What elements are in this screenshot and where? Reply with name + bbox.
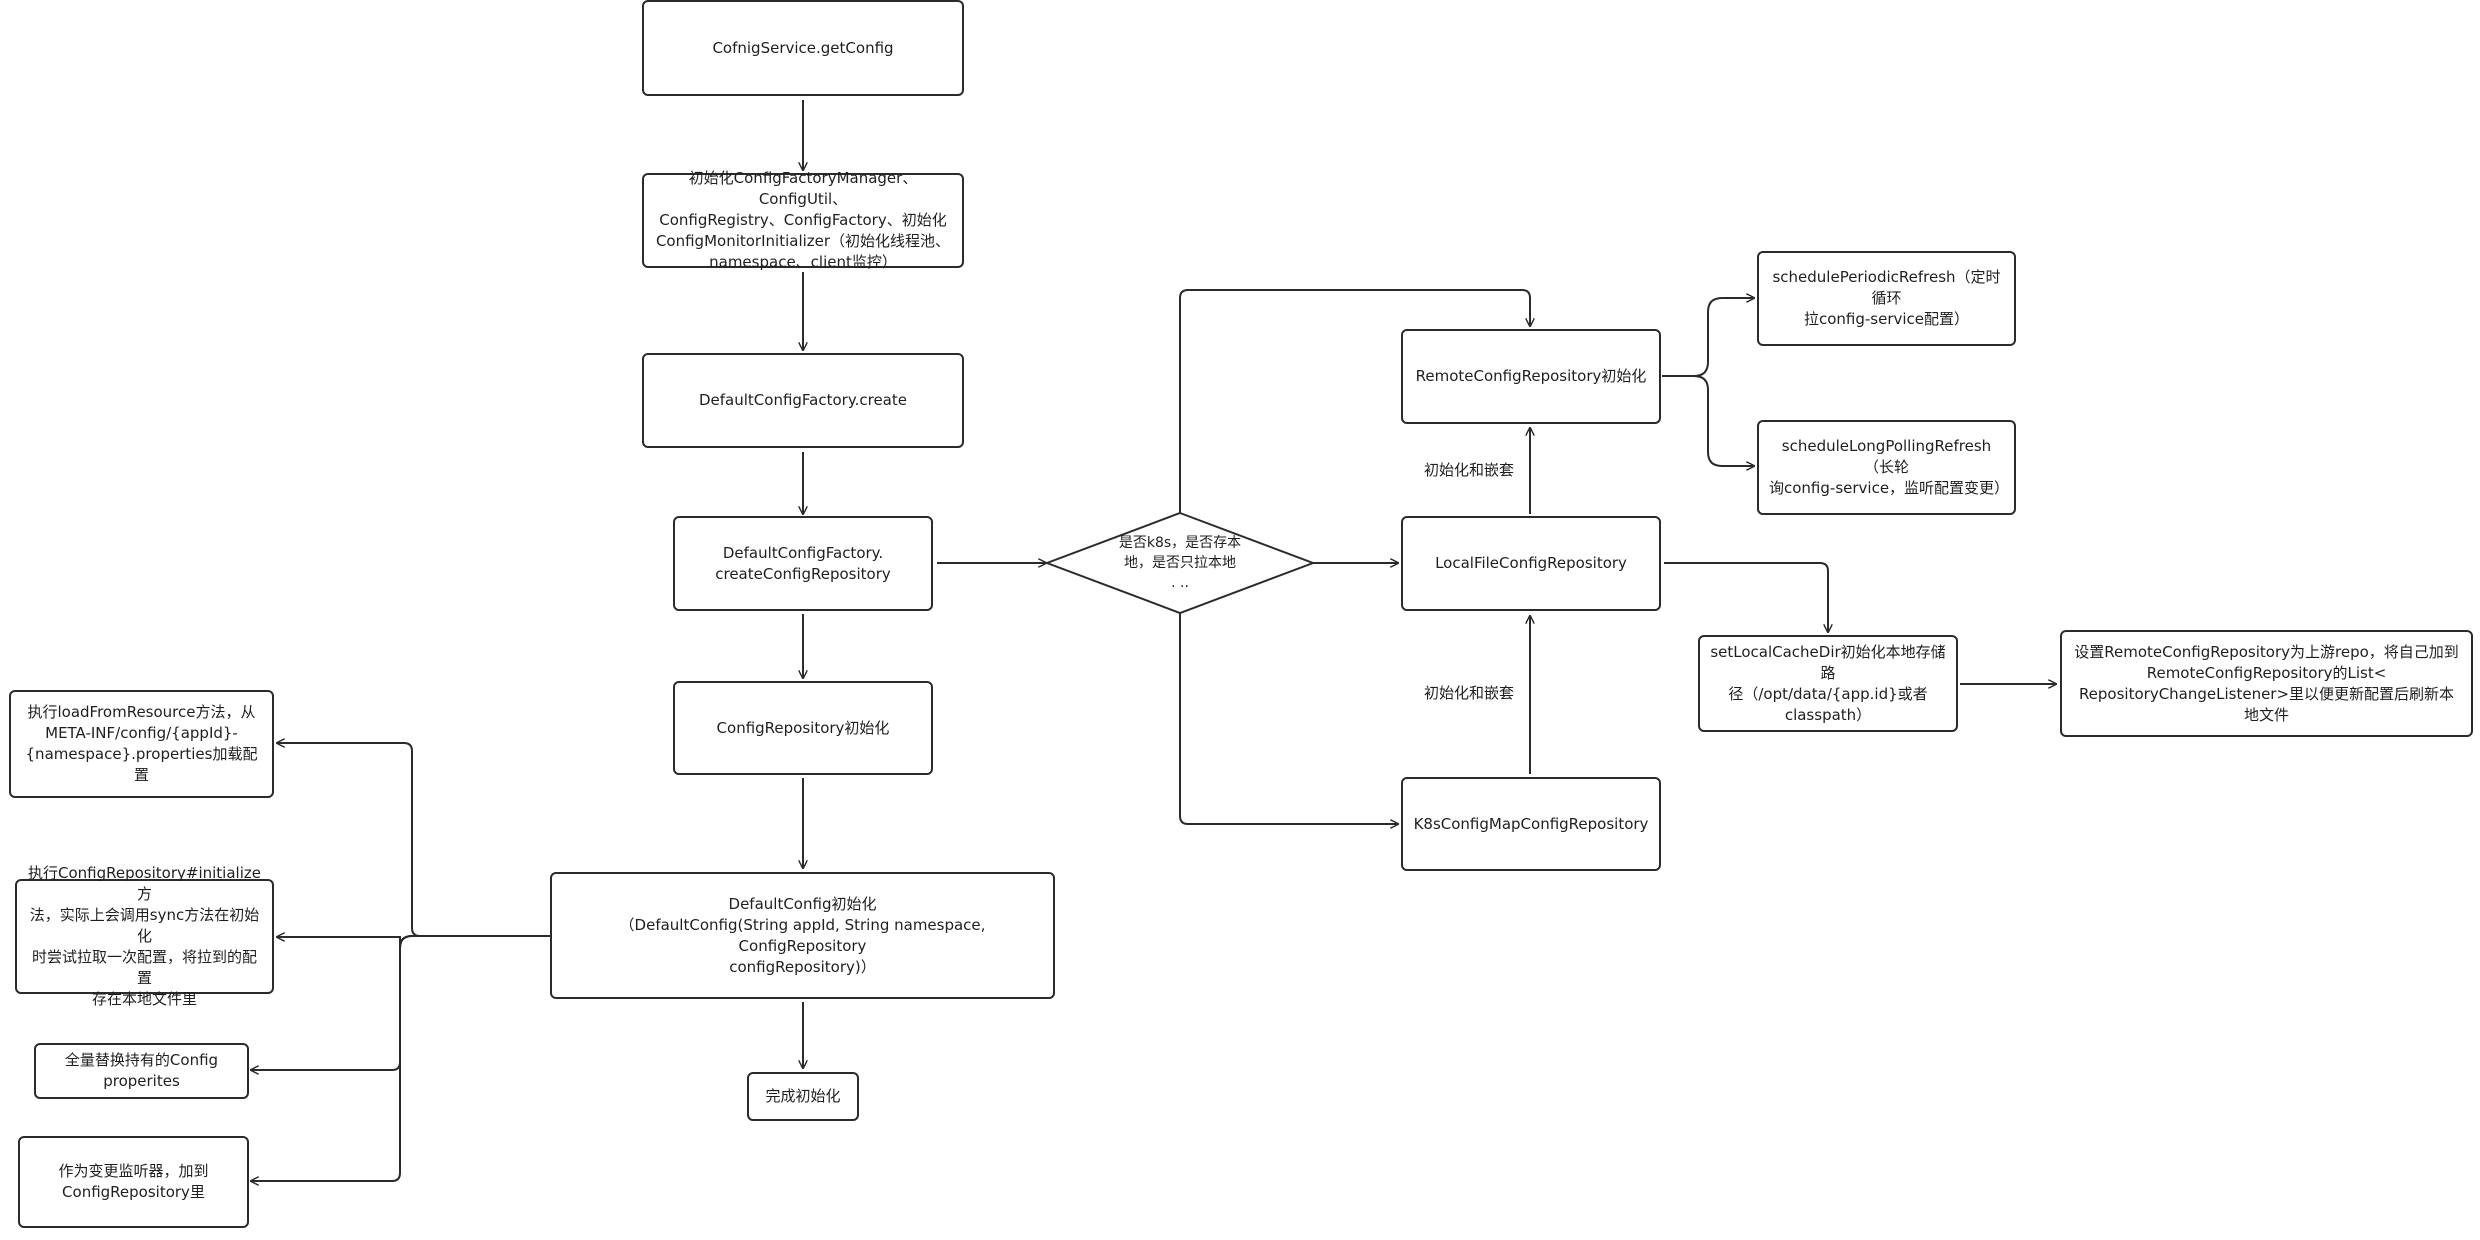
edge-remote-longpolling xyxy=(1662,375,1754,466)
node-create-config-repository: DefaultConfigFactory. createConfigReposi… xyxy=(673,516,933,611)
node-k8s-configmap-repository: K8sConfigMapConfigRepository xyxy=(1401,777,1661,871)
decision-diamond xyxy=(1044,511,1316,615)
edge-label-local-to-remote: 初始化和嵌套 xyxy=(1424,461,1515,479)
node-replace-properties: 全量替换持有的Config properites xyxy=(34,1043,249,1099)
node-load-from-resource: 执行loadFromResource方法，从 META-INF/config/{… xyxy=(9,690,274,798)
node-initialize-sync: 执行ConfigRepository#initialize方 法，实际上会调用s… xyxy=(15,864,274,1008)
node-getconfig: CofnigService.getConfig xyxy=(642,0,964,96)
edge-label-k8s-to-local: 初始化和嵌套 xyxy=(1424,684,1515,702)
node-set-local-cache-dir: setLocalCacheDir初始化本地存储路 径（/opt/data/{ap… xyxy=(1698,635,1958,732)
decision-label: 是否k8s，是否存本 地，是否只拉本地 . .. xyxy=(1118,535,1242,591)
edge-decision-k8s xyxy=(1179,613,1398,824)
node-done: 完成初始化 xyxy=(747,1072,859,1121)
node-schedule-periodic-refresh: schedulePeriodicRefresh（定时循环 拉config-ser… xyxy=(1757,251,2016,346)
edge-defaultconfig-loadresource xyxy=(277,743,550,937)
node-config-repository-init: ConfigRepository初始化 xyxy=(673,681,933,775)
edge-remote-periodic xyxy=(1662,298,1754,377)
node-remote-config-repository: RemoteConfigRepository初始化 xyxy=(1401,329,1661,424)
node-init-managers: 初始化ConfigFactoryManager、ConfigUtil、 Conf… xyxy=(642,169,964,271)
node-schedule-long-polling: scheduleLongPollingRefresh（长轮 询config-se… xyxy=(1757,420,2016,515)
node-local-file-config-repository: LocalFileConfigRepository xyxy=(1401,516,1661,611)
edge-defaultconfig-listener xyxy=(251,935,550,1181)
node-upstream-repo: 设置RemoteConfigRepository为上游repo，将自己加到 Re… xyxy=(2060,630,2473,737)
node-change-listener: 作为变更监听器，加到 ConfigRepository里 xyxy=(18,1136,249,1228)
node-factory-create: DefaultConfigFactory.create xyxy=(642,353,964,448)
edge-localfile-setcachedir xyxy=(1664,562,1828,632)
edge-defaultconfig-initialize xyxy=(277,936,550,949)
node-default-config-init: DefaultConfig初始化 （DefaultConfig(String a… xyxy=(550,872,1055,999)
edge-decision-remote xyxy=(1179,289,1530,513)
